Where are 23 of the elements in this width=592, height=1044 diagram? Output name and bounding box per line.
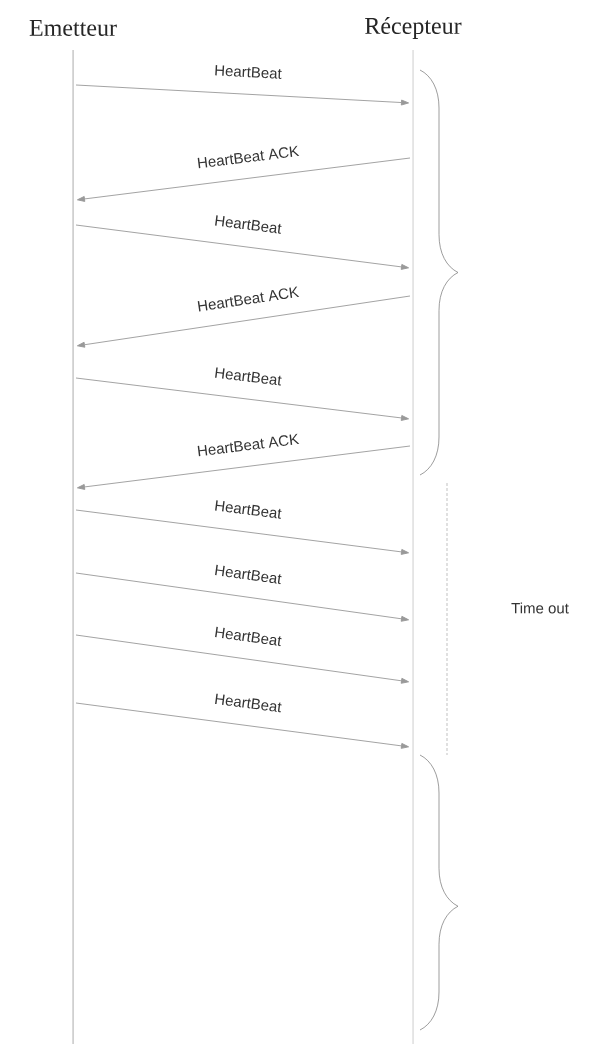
edge-label: HeartBeat ACK xyxy=(197,433,300,457)
participant-label: Emetteur xyxy=(29,20,117,36)
arrow xyxy=(75,509,410,555)
edge-label: HeartBeat xyxy=(215,564,282,585)
arrow xyxy=(75,572,410,622)
arrow xyxy=(75,634,410,684)
edge-label: HeartBeat ACK xyxy=(197,286,300,312)
arrow xyxy=(75,84,410,106)
edge-label: HeartBeat ACK xyxy=(197,145,300,169)
timeout-label: Time out xyxy=(511,602,569,614)
arrow xyxy=(76,295,411,348)
edge-label: HeartBeat xyxy=(215,65,282,79)
arrow xyxy=(76,157,411,202)
arrow xyxy=(75,224,410,270)
edge-label: HeartBeat xyxy=(215,367,282,386)
arrow xyxy=(76,445,411,490)
edge-label: HeartBeat xyxy=(215,626,282,647)
edge-label: HeartBeat xyxy=(215,215,282,234)
edge-label: HeartBeat xyxy=(215,500,282,519)
arrow xyxy=(75,702,410,749)
arrow xyxy=(75,377,410,421)
participant-label: Récepteur xyxy=(365,17,462,39)
edge-label: HeartBeat xyxy=(215,693,282,713)
